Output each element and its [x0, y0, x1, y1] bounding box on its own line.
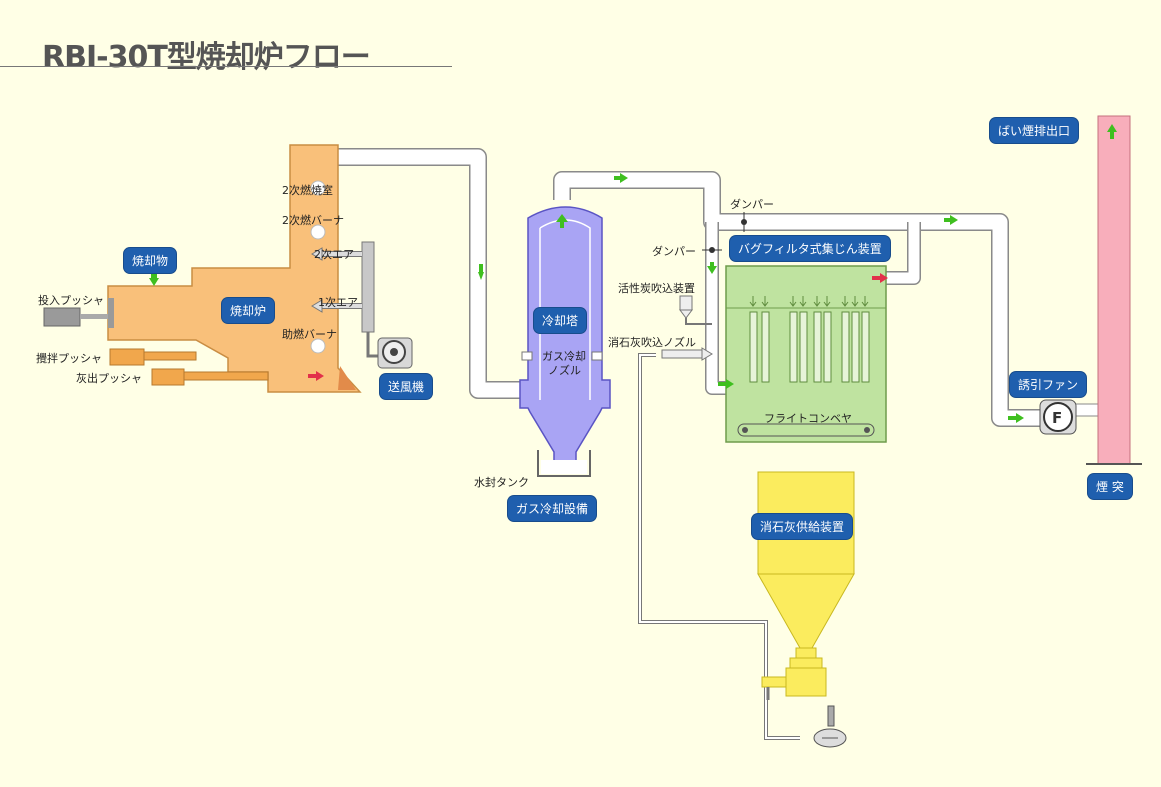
page-title: RBI-30T型焼却炉フロー: [42, 40, 371, 75]
filter-bag: [861, 311, 870, 383]
badge-chimney: 煙 突: [1088, 474, 1132, 499]
filter-bag: [789, 311, 798, 383]
activated-carbon-injector: [679, 295, 712, 325]
pulse-arrow: [851, 296, 859, 307]
stir-pusher: [109, 348, 145, 366]
pulse-arrow: [761, 296, 769, 307]
filter-bag: [761, 311, 770, 383]
feed-pusher: [43, 307, 81, 327]
filter-bag: [799, 311, 808, 383]
flight-conveyor: [737, 423, 875, 437]
filter-bag: [813, 311, 822, 383]
lime-injection-nozzle: [661, 347, 713, 361]
label-flight-conveyor: フライトコンベヤ: [764, 412, 852, 425]
badge-blower: 送風機: [380, 374, 433, 399]
damper-top: [741, 212, 747, 232]
water-seal-tank: [537, 450, 591, 477]
filter-bag: [823, 311, 832, 383]
pulse-arrow: [813, 296, 821, 307]
label-secondary-chamber: 2次燃焼室: [282, 184, 333, 197]
filter-bag: [851, 311, 860, 383]
label-lime-nozzle: 消石灰吹込ノズル: [608, 336, 696, 349]
slaked-lime-hopper: [757, 471, 855, 700]
damper-left: [702, 247, 722, 253]
filter-bag: [841, 311, 850, 383]
pulse-arrow: [789, 296, 797, 307]
air-manifold: [311, 241, 380, 358]
label-aux-burner: 助燃バーナ: [282, 328, 337, 341]
filter-bags: [749, 296, 870, 383]
pulse-arrow: [799, 296, 807, 307]
induced-fan-icon: F: [1039, 399, 1077, 435]
label-activated-carbon: 活性炭吹込装置: [618, 282, 695, 295]
badge-incinerator: 焼却炉: [222, 298, 275, 323]
badge-exhaust-outlet: ばい煙排出口: [990, 118, 1079, 143]
blower-icon: [377, 337, 413, 369]
pulse-arrow: [841, 296, 849, 307]
label-stir-pusher: 攪拌プッシャ: [36, 352, 102, 365]
filter-bag: [749, 311, 758, 383]
label-gas-cooling-nozzle-line1: ガス冷却: [542, 350, 586, 363]
ash-pusher: [151, 368, 185, 386]
fan-letter: F: [1052, 409, 1062, 427]
label-water-seal-tank: 水封タンク: [474, 476, 529, 489]
label-secondary-burner: 2次燃バーナ: [282, 214, 344, 227]
label-feed-pusher: 投入プッシャ: [38, 294, 104, 307]
title-underline: [0, 66, 452, 67]
cooling-tower: [519, 206, 611, 471]
label-ash-pusher: 灰出プッシャ: [76, 372, 142, 385]
badge-incinerated-material: 焼却物: [124, 248, 177, 273]
incinerator: [107, 144, 362, 393]
pulse-arrow: [861, 296, 869, 307]
duct-furnace-to-tower: [290, 148, 528, 399]
flow-arrows: [149, 124, 1117, 423]
label-primary-air: 1次エア: [318, 296, 358, 309]
lime-blower-icon: [813, 705, 847, 748]
label-damper-left: ダンパー: [652, 245, 696, 258]
duct-filter-bypass: [705, 222, 921, 395]
badge-induced-fan: 誘引ファン: [1010, 372, 1087, 397]
hot-gas-arrows: [308, 273, 888, 381]
label-damper-top: ダンパー: [730, 198, 774, 211]
badge-slaked-lime-supply: 消石灰供給装置: [752, 514, 853, 539]
duct-fan-to-chimney: [1073, 403, 1101, 417]
pulse-arrow: [749, 296, 757, 307]
chimney: [1086, 115, 1142, 465]
pulse-arrow: [823, 296, 831, 307]
badge-bag-filter: バグフィルタ式集じん装置: [730, 236, 890, 261]
badge-cooling-tower: 冷却塔: [534, 308, 587, 333]
badge-gas-cooling-equipment: ガス冷却設備: [508, 496, 597, 521]
label-gas-cooling-nozzle-line2: ノズル: [548, 364, 581, 377]
label-secondary-air: 2次エア: [314, 248, 354, 261]
